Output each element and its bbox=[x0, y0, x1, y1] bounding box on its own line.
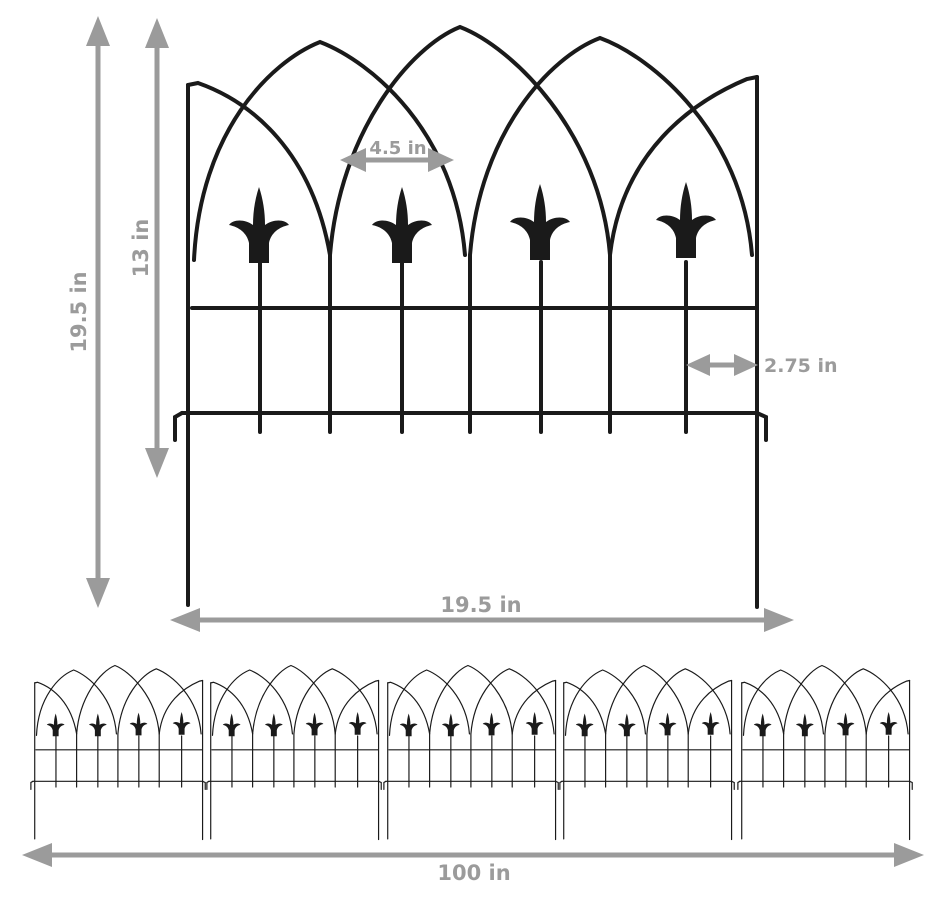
fence-height-dimension: 13 in bbox=[129, 18, 169, 478]
panel-width-dimension: 19.5 in bbox=[170, 593, 794, 632]
fence-panel-small bbox=[738, 666, 912, 840]
arch-width-label: 4.5 in bbox=[369, 138, 426, 159]
fence-height-label: 13 in bbox=[129, 219, 153, 278]
fence-panel-small bbox=[560, 666, 734, 840]
picket-spacing-dimension: 2.75 in bbox=[686, 354, 838, 377]
fence-panel-small bbox=[31, 666, 205, 840]
fence-panel-small bbox=[207, 666, 381, 840]
fence-panel-row bbox=[31, 666, 912, 840]
total-length-dimension: 100 in bbox=[22, 843, 924, 885]
fence-panel-small bbox=[384, 666, 558, 840]
total-height-dimension: 19.5 in bbox=[67, 16, 110, 608]
panel-width-label: 19.5 in bbox=[440, 593, 521, 617]
total-length-label: 100 in bbox=[437, 861, 510, 885]
total-height-label: 19.5 in bbox=[67, 271, 91, 352]
fence-panel-large bbox=[175, 27, 766, 607]
picket-spacing-label: 2.75 in bbox=[764, 355, 838, 377]
arch-width-dimension: 4.5 in bbox=[340, 138, 454, 172]
